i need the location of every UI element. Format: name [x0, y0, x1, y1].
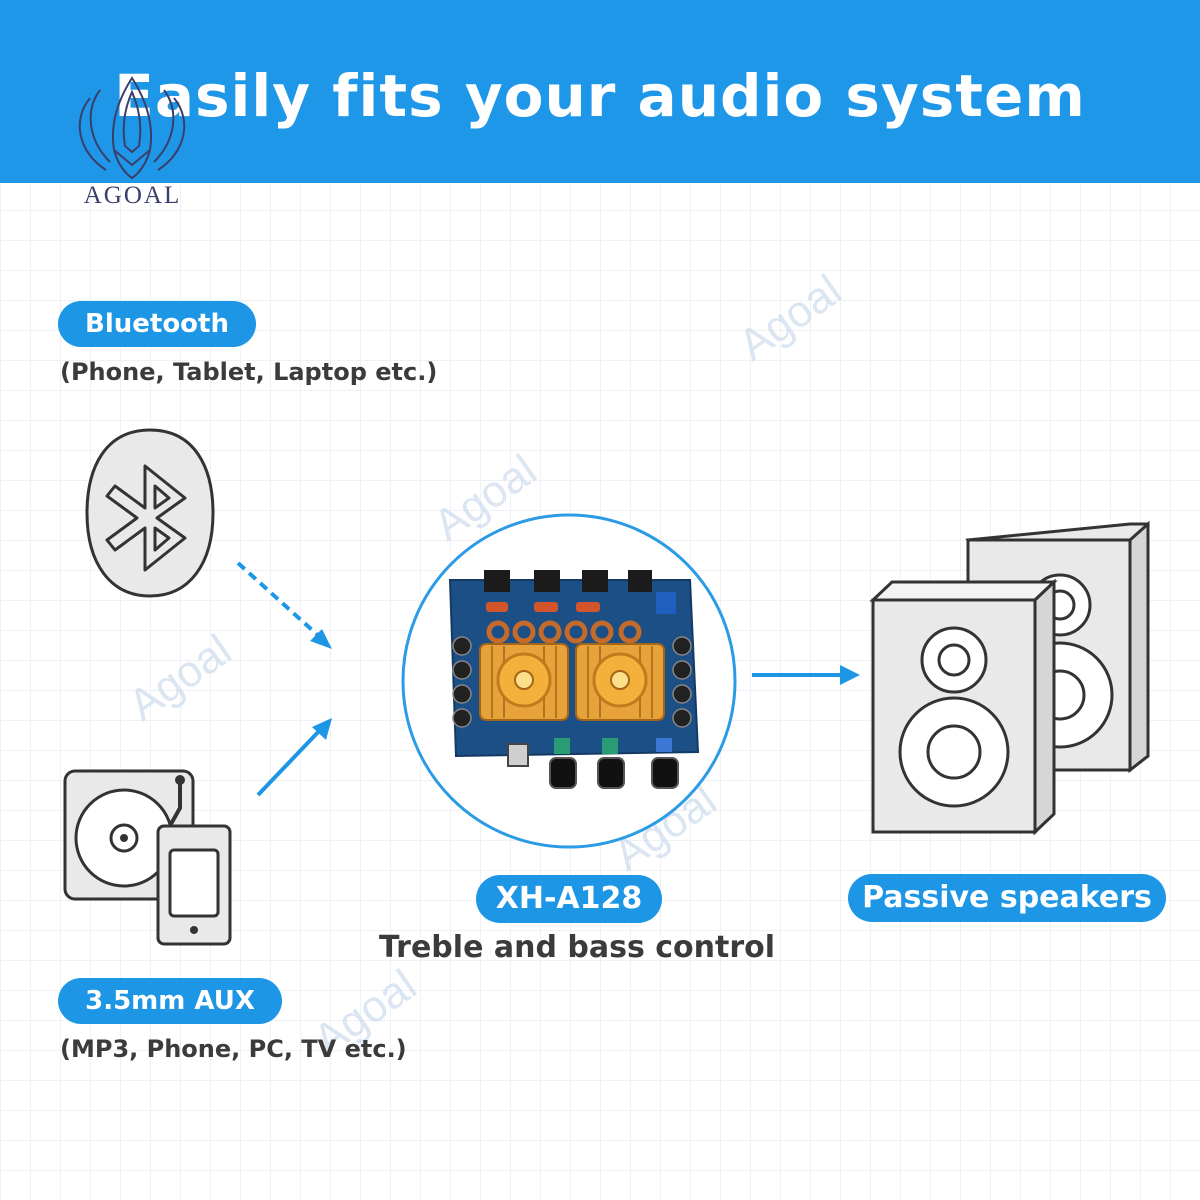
brand-logo: AGOAL — [70, 70, 195, 215]
page-title: Easily fits your audio system — [114, 62, 1086, 130]
turntable-phone-icon — [63, 769, 232, 946]
aux-to-board-arrow — [256, 718, 332, 797]
header-banner: Easily fits your audio system — [0, 0, 1200, 183]
bluetooth-label: Bluetooth — [58, 301, 256, 347]
board-to-speakers-arrow — [752, 665, 860, 685]
aux-subtitle: (MP3, Phone, PC, TV etc.) — [60, 1035, 407, 1063]
brand-name: AGOAL — [83, 182, 182, 209]
bluetooth-subtitle: (Phone, Tablet, Laptop etc.) — [60, 358, 438, 386]
bluetooth-to-board-arrow — [236, 561, 332, 649]
aux-label: 3.5mm AUX — [58, 978, 282, 1024]
board-model-label: XH-A128 — [476, 875, 662, 923]
board-subtitle: Treble and bass control — [379, 930, 776, 965]
speakers-label: Passive speakers — [848, 874, 1166, 922]
logo-mark-icon — [78, 76, 186, 180]
passive-speakers-icon — [869, 520, 1150, 836]
amplifier-board-image — [401, 513, 737, 849]
bluetooth-icon — [85, 428, 215, 598]
